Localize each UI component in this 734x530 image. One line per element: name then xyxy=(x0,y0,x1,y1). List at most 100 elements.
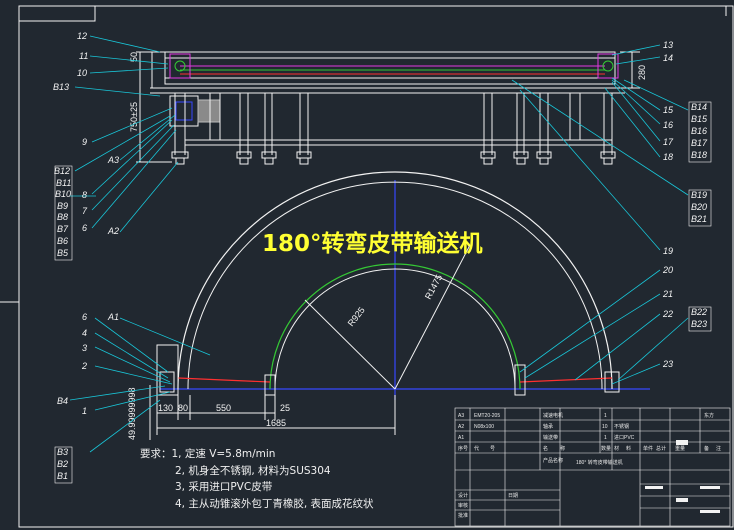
callout-2: 2 xyxy=(81,361,87,371)
callout-b13: B13 xyxy=(53,82,69,92)
radius-r1475 xyxy=(394,244,471,390)
callout-b16: B16 xyxy=(691,126,707,136)
callout-19: 19 xyxy=(663,246,673,256)
callout-10: 10 xyxy=(77,68,87,78)
tb-h-2: 代 xyxy=(474,445,479,452)
dim-r1475: R1475 xyxy=(423,273,444,301)
side-elevation xyxy=(150,51,625,165)
callout-b15: B15 xyxy=(691,114,708,124)
callout-16: 16 xyxy=(663,120,673,130)
callout-b11: B11 xyxy=(56,178,71,188)
requirement-2: 2, 机身全不锈钢, 材料为SUS304 xyxy=(175,464,331,477)
callout-b18: B18 xyxy=(691,150,707,160)
callout-b22: B22 xyxy=(691,307,707,317)
dim-50: 50 xyxy=(129,52,139,62)
callout-b21: B21 xyxy=(691,214,707,224)
callout-b6: B6 xyxy=(57,236,68,246)
callout-b23: B23 xyxy=(691,319,707,329)
callout-b10: B10 xyxy=(55,189,71,199)
requirement-1-text: 1, 定速 V=5.8m/min xyxy=(171,448,276,460)
callout-7: 7 xyxy=(82,206,88,216)
radius-r925 xyxy=(304,299,396,390)
dim-1685: 1685 xyxy=(266,418,286,428)
tb-h-10: 总计 xyxy=(656,445,666,452)
callout-14: 14 xyxy=(663,53,673,63)
dim-280: 280 xyxy=(637,65,647,80)
callout-a3: A3 xyxy=(107,155,119,165)
callout-b4: B4 xyxy=(57,396,68,406)
callout-13: 13 xyxy=(663,40,673,50)
dim-25: 25 xyxy=(280,403,290,413)
tb-f-2: 审核 xyxy=(458,502,468,509)
title-block xyxy=(454,407,731,527)
callout-6b: 6 xyxy=(82,312,87,322)
corner-box xyxy=(18,5,96,22)
drawing-title: 180°转弯皮带输送机 xyxy=(262,231,483,257)
callout-b20: B20 xyxy=(691,202,707,212)
callout-21: 21 xyxy=(662,289,673,299)
plan-view xyxy=(149,171,650,440)
callout-11: 11 xyxy=(79,51,88,61)
requirement-3: 3, 采用进口PVC皮带 xyxy=(175,481,273,493)
callout-b2: B2 xyxy=(57,459,68,469)
callout-23: 23 xyxy=(662,359,673,369)
callout-b9: B9 xyxy=(57,201,68,211)
callout-15: 15 xyxy=(663,105,674,115)
inner-arc-green xyxy=(269,263,521,390)
leader-lines xyxy=(69,35,689,453)
callout-b14: B14 xyxy=(691,102,707,112)
callout-9: 9 xyxy=(82,137,87,147)
dim-750: 750±25 xyxy=(129,102,139,132)
callout-b3: B3 xyxy=(57,447,68,457)
requirements-notes: 要求：1, 定速 V=5.8m/min 2, 机身全不锈钢, 材料为SUS304… xyxy=(140,446,374,512)
tb-r3-c4: 1 xyxy=(604,435,607,441)
callout-20: 20 xyxy=(662,265,673,275)
label-boxes xyxy=(54,101,712,484)
title-block-fills xyxy=(645,440,720,513)
title-block-text: A3 EMT20-205 减速电机 1 东方 A2 N08x100 轴承 10 … xyxy=(458,412,721,519)
callout-6: 6 xyxy=(82,223,87,233)
requirement-4: 4, 主从动锥滚外包丁青橡胶, 表面成花纹状 xyxy=(175,497,374,510)
tb-h-12: 备 xyxy=(704,445,709,452)
callout-4: 4 xyxy=(82,328,87,338)
tb-r2-c4: 10 xyxy=(602,424,608,430)
dim-550: 550 xyxy=(216,403,231,413)
callout-b1: B1 xyxy=(57,471,68,481)
dim-49: 49.99999998 xyxy=(127,387,137,440)
tb-h-4: 名 xyxy=(543,445,548,452)
tb-product-label: 产品名称 xyxy=(543,457,563,464)
callout-b19: B19 xyxy=(691,190,707,200)
callout-b7: B7 xyxy=(57,224,69,234)
dim-80: 80 xyxy=(178,403,188,413)
tb-h-13: 注 xyxy=(716,445,721,452)
tb-f-4: 日期 xyxy=(508,493,518,499)
outer-arc-inner xyxy=(187,181,603,390)
tb-r2-c3: 轴承 xyxy=(543,423,553,430)
callout-b8: B8 xyxy=(57,212,68,222)
tb-r1-c3: 减速电机 xyxy=(543,412,563,419)
tb-h-7: 材 xyxy=(614,445,619,452)
tb-f-1: 设计 xyxy=(458,492,468,499)
tb-h-5: 称 xyxy=(560,445,565,452)
callout-3: 3 xyxy=(82,343,87,353)
callout-1: 1 xyxy=(82,406,87,416)
tb-r3-c3: 输送带 xyxy=(543,434,558,441)
callout-22: 22 xyxy=(662,309,673,319)
callout-b12: B12 xyxy=(54,166,70,176)
callout-b5: B5 xyxy=(57,248,69,258)
requirements-heading: 要求： xyxy=(140,448,172,460)
callout-17: 17 xyxy=(663,137,674,147)
callout-b17: B17 xyxy=(691,138,708,148)
tb-h-8: 料 xyxy=(626,445,631,452)
outer-arc xyxy=(177,171,613,390)
tb-r1-c4: 1 xyxy=(604,413,607,419)
tb-product: 180° 转弯皮带输送机 xyxy=(576,459,623,466)
tb-r3-c5: 进口PVC xyxy=(614,434,635,441)
callout-labels: 12 11 10 B13 9 A3 B12 B11 B10 B9 B8 B7 B… xyxy=(53,31,708,481)
drawing-frame xyxy=(18,5,734,528)
callout-a2: A2 xyxy=(107,226,119,236)
tb-h-9: 单件 xyxy=(643,445,653,452)
inner-arc xyxy=(274,268,516,390)
